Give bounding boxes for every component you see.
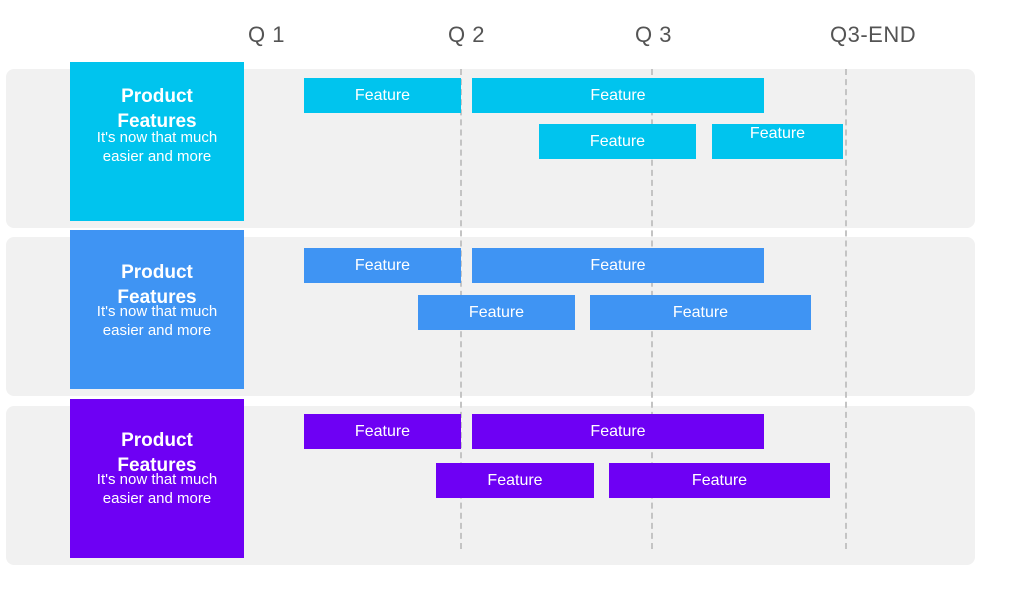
quarter-label-q3-end: Q3-END bbox=[830, 22, 917, 47]
row-title: Product Features bbox=[117, 86, 197, 132]
row-subtitle: It's now that much easier and more bbox=[96, 471, 218, 507]
quarter-label-q3: Q 3 bbox=[635, 22, 672, 47]
feature-bar[interactable]: Feature bbox=[304, 248, 461, 283]
row-label-1: Product Features It's now that much easi… bbox=[70, 62, 244, 221]
row-label-3: Product Features It's now that much easi… bbox=[70, 399, 244, 558]
feature-bar[interactable]: Feature bbox=[472, 248, 764, 283]
feature-bar[interactable]: Feature bbox=[304, 414, 461, 449]
feature-bar[interactable]: Feature bbox=[472, 414, 764, 449]
feature-bar[interactable]: Feature bbox=[418, 295, 575, 330]
feature-bar[interactable]: Feature bbox=[472, 78, 764, 113]
row-subtitle: It's now that much easier and more bbox=[96, 129, 218, 165]
row-title: Product Features bbox=[117, 430, 197, 476]
feature-bar[interactable]: Feature bbox=[712, 124, 843, 159]
feature-bar[interactable]: Feature bbox=[590, 295, 811, 330]
row-label-2: Product Features It's now that much easi… bbox=[70, 230, 244, 389]
feature-bar[interactable]: Feature bbox=[304, 78, 461, 113]
quarter-label-q2: Q 2 bbox=[448, 22, 485, 47]
feature-bar[interactable]: Feature bbox=[609, 463, 830, 498]
quarter-label-q1: Q 1 bbox=[248, 22, 285, 47]
feature-bar[interactable]: Feature bbox=[539, 124, 696, 159]
row-title: Product Features bbox=[117, 262, 197, 308]
feature-bar[interactable]: Feature bbox=[436, 463, 594, 498]
row-subtitle: It's now that much easier and more bbox=[96, 303, 218, 339]
gridline-q3-end bbox=[845, 69, 847, 549]
